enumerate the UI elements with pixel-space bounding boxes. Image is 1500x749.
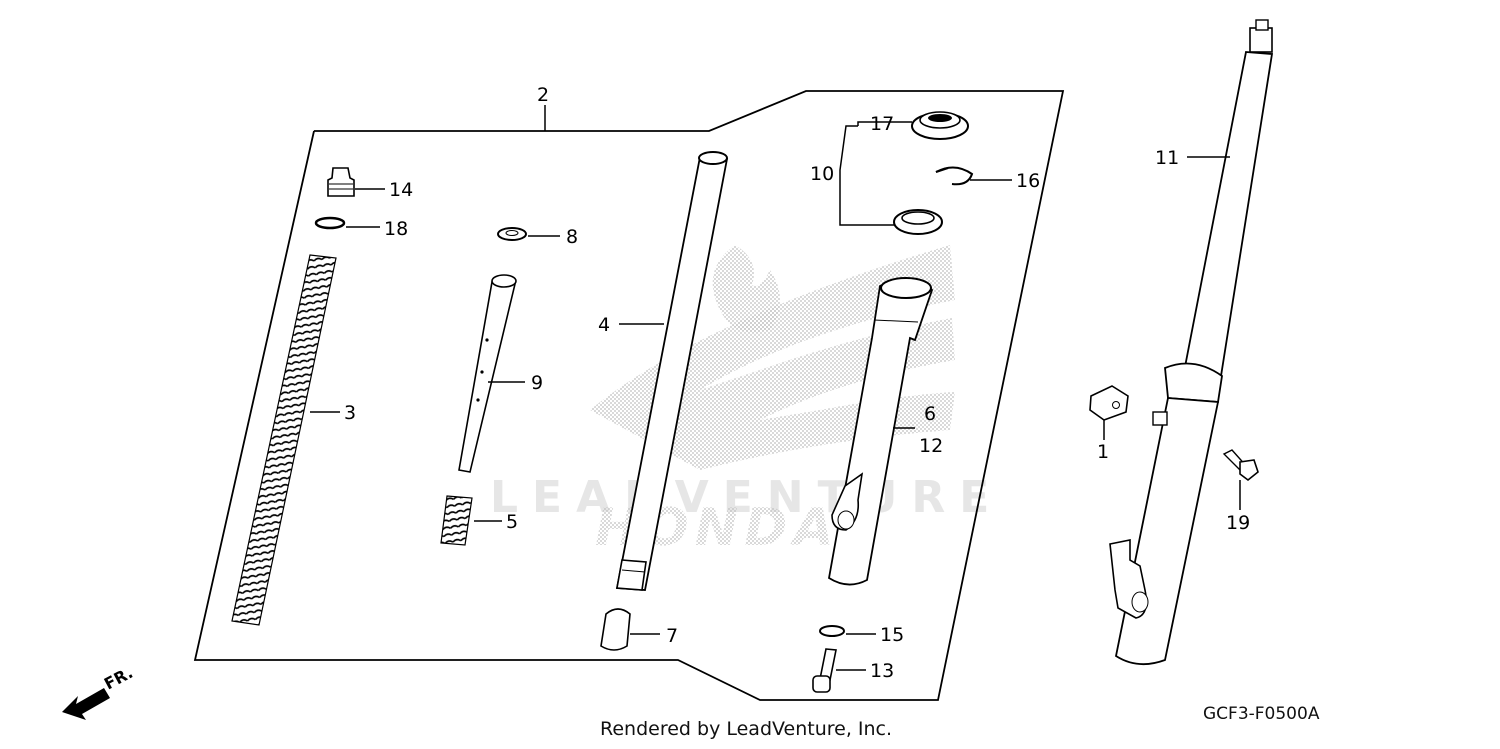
callout-2: 2 [537,84,549,106]
socket-bolt-part[interactable] [812,648,866,693]
flange-bolt-part[interactable] [1222,449,1259,510]
callout-8: 8 [566,226,578,248]
oil-seal-part[interactable] [893,209,943,235]
callout-18: 18 [384,218,408,240]
callout-11: 11 [1155,147,1179,169]
callout-5: 5 [506,511,518,533]
o-ring-part[interactable] [314,216,380,230]
callout-10: 10 [810,163,834,185]
callout-7: 7 [666,625,678,647]
callout-4: 4 [598,314,610,336]
seal-set-bracket [839,125,895,226]
watermark-text: LEADVENTURE [490,472,1003,523]
front-fork-assembly-part[interactable] [1109,19,1274,666]
callout-15: 15 [880,624,904,646]
callout-12: 12 [919,435,943,457]
oil-lock-piece-part[interactable] [600,608,660,651]
stopper-ring-part[interactable] [935,166,1012,186]
callout-1: 1 [1097,441,1109,463]
callout-17: 17 [870,113,894,135]
callout-6: 6 [924,403,936,425]
callout-14: 14 [389,179,413,201]
render-credit: Rendered by LeadVenture, Inc. [600,718,893,740]
callout-3: 3 [344,402,356,424]
direction-marker-label: FR. [101,663,136,694]
brake-hose-clamp-part[interactable] [1089,385,1129,440]
fork-pipe-part[interactable] [615,151,729,591]
callout-13: 13 [870,660,894,682]
callout-9: 9 [531,372,543,394]
fork-bolt-part[interactable] [327,167,385,197]
front-direction-arrow-icon [62,688,110,720]
piston-rod-part[interactable] [458,274,525,473]
assembly-boundary [193,90,1065,701]
rebound-spring-part[interactable] [440,495,502,546]
sealing-washer-part[interactable] [819,625,876,637]
dust-seal-part[interactable] [857,111,969,140]
callout-19: 19 [1226,512,1250,534]
diagram-code: GCF3-F0500A [1203,704,1320,724]
bottom-case-part[interactable] [828,277,934,586]
washer-part[interactable] [497,227,560,241]
callout-16: 16 [1016,170,1040,192]
fork-spring-part[interactable] [231,254,340,626]
